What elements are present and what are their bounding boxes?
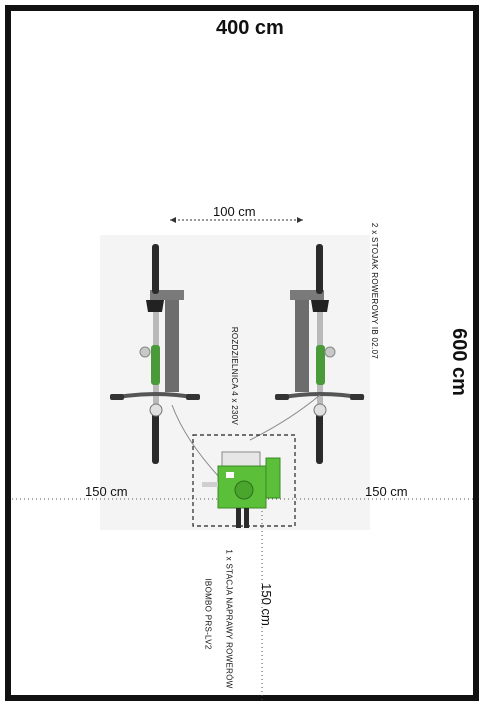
station-pump-icon	[234, 480, 254, 500]
station-side-panel	[265, 457, 281, 499]
frame-accent-left	[151, 345, 160, 385]
bottom-clearance-dimension: 150 cm	[258, 583, 274, 626]
rear-tire-right	[316, 410, 323, 464]
rack-post-left	[165, 292, 179, 392]
arrow-left-icon	[170, 217, 176, 223]
saddle-right	[311, 300, 329, 312]
distributor-label: ROZDZIELNICA 4 x 230V	[230, 326, 240, 426]
crank-right	[324, 346, 336, 358]
station-leg-b	[244, 508, 249, 528]
repair-station	[202, 451, 281, 528]
cable-right	[249, 394, 321, 441]
station-leg-a	[236, 508, 241, 528]
station-label-line1: 1 x STACJA NAPRAWY ROWERÓW	[224, 549, 234, 689]
bike-right	[275, 244, 365, 464]
height-dimension: 600 cm	[447, 328, 470, 396]
bike-left	[110, 244, 200, 464]
rack-top-left	[150, 290, 184, 300]
rack-top-right	[290, 290, 324, 300]
frame-accent-right	[316, 345, 325, 385]
stem-left	[149, 403, 163, 417]
rear-tire-left	[152, 410, 159, 464]
spacing-dimension: 100 cm	[213, 204, 256, 219]
grip-right-a	[275, 394, 289, 400]
crank-left	[139, 346, 151, 358]
room-outline	[5, 5, 479, 701]
station-label-line2: IBOMBO PRS-LV2	[203, 578, 213, 650]
arrow-right-icon	[297, 217, 303, 223]
cable-left	[171, 404, 221, 479]
grip-right-b	[350, 394, 364, 400]
front-tire-right	[316, 244, 323, 294]
front-tire-left	[152, 244, 159, 294]
station-top-unit	[221, 451, 261, 467]
grip-left-a	[110, 394, 124, 400]
station-footprint	[192, 434, 296, 527]
grip-left-b	[186, 394, 200, 400]
station-hose	[202, 482, 218, 487]
rack-post-right	[295, 292, 309, 392]
saddle-left	[146, 300, 164, 312]
left-clearance-dimension: 150 cm	[85, 484, 128, 499]
right-clearance-dimension: 150 cm	[365, 484, 408, 499]
station-logo	[226, 472, 234, 478]
rack-label: 2 x STOJAK ROWEROWY IB 02.07	[370, 222, 380, 360]
width-dimension: 400 cm	[216, 17, 284, 39]
stem-right	[313, 403, 327, 417]
